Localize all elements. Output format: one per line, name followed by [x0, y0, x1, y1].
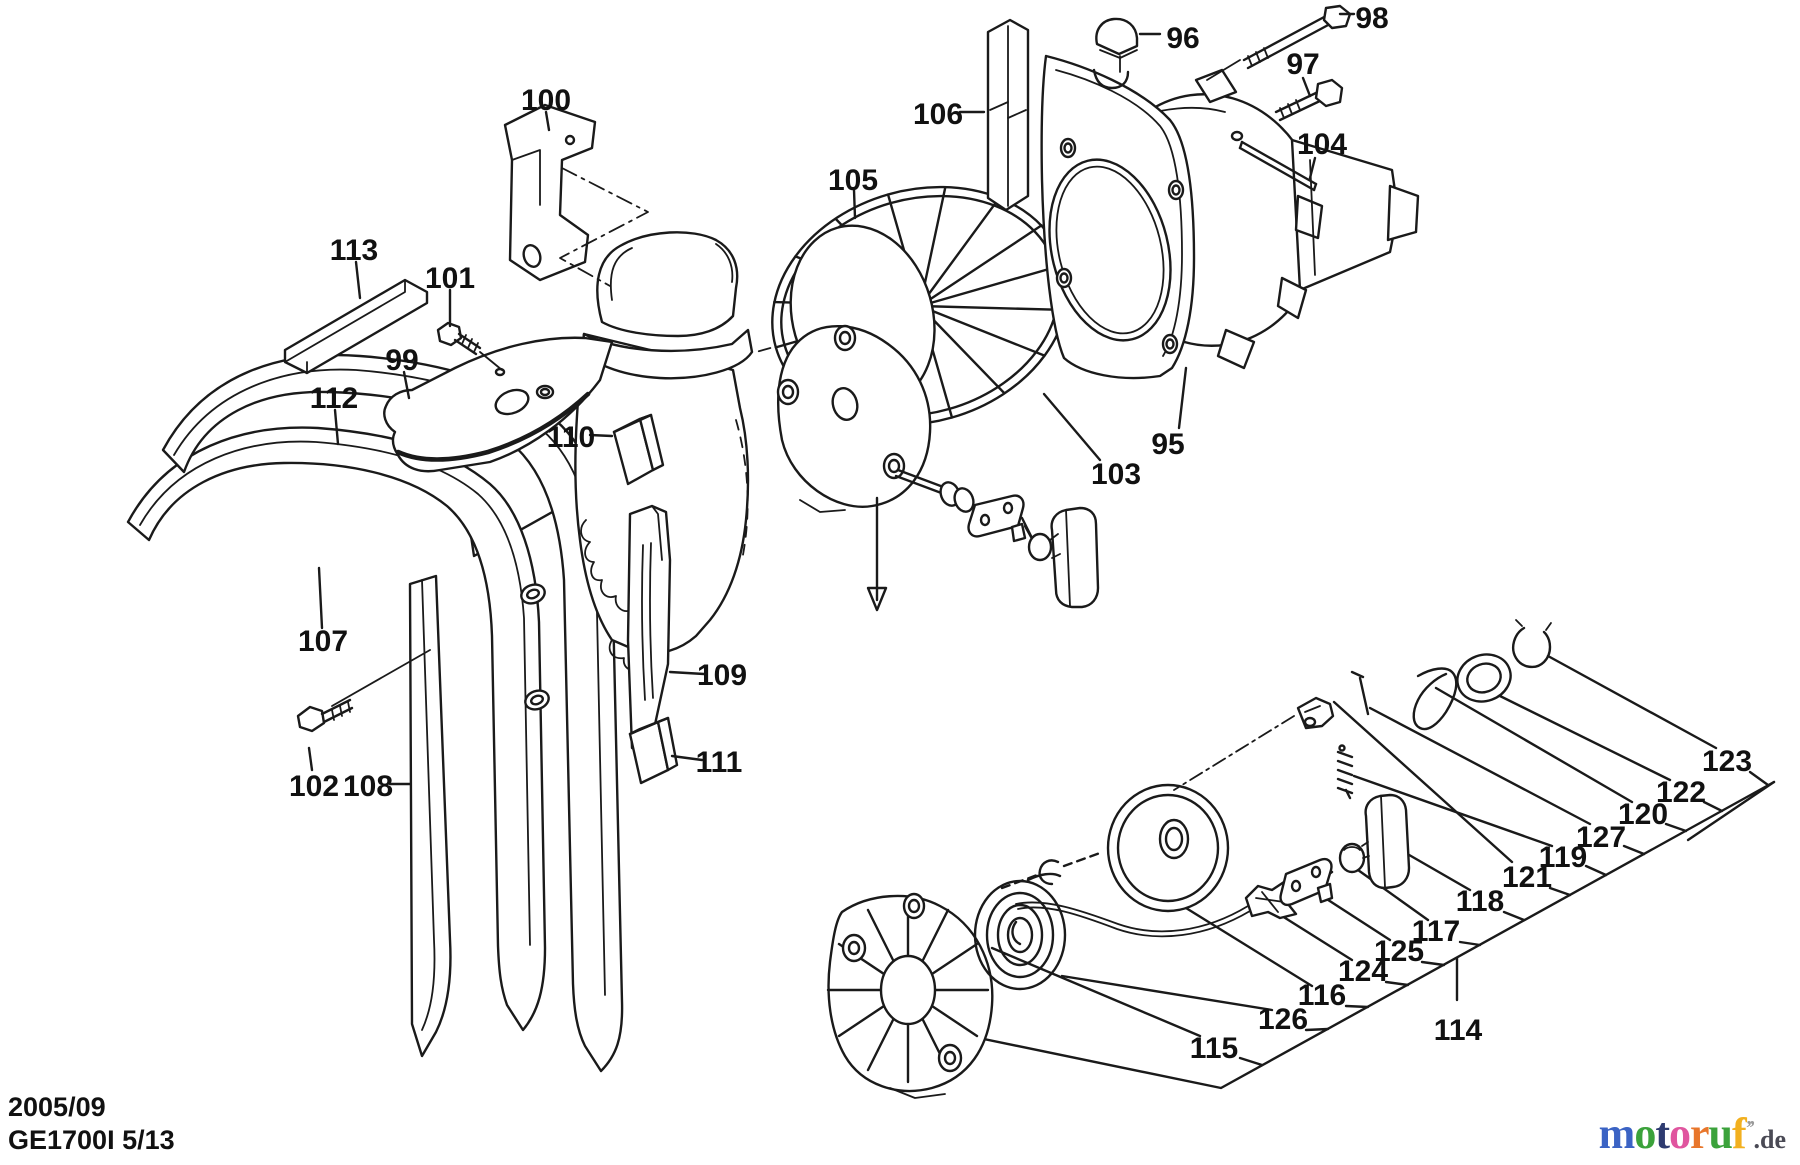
- insulator-pad-110-drawing: [614, 415, 663, 484]
- inset-arrow: [868, 498, 886, 610]
- engine-block-drawing: [575, 232, 752, 670]
- part-callout-99: 99: [385, 344, 418, 377]
- part-callout-111: 111: [696, 746, 743, 779]
- part-callout-116: 116: [1298, 979, 1346, 1012]
- spring-119-drawing: [1338, 746, 1352, 799]
- spiral-spring-126-drawing: [975, 874, 1065, 989]
- recoil-cover-plate-drawing: [778, 326, 930, 512]
- part-callout-107: 107: [298, 625, 348, 658]
- part-callout-98: 98: [1355, 2, 1388, 35]
- assembly-bracket-114: [950, 772, 1774, 1088]
- bolt-102-drawing: [298, 650, 430, 731]
- bolt-97-drawing: [1276, 80, 1342, 120]
- outer-cover-112-drawing: [163, 355, 622, 1071]
- starter-shaft-handle-drawing: [896, 470, 1098, 607]
- retainer-clip-drawing: [1002, 853, 1100, 888]
- seal-bar-106-drawing: [988, 20, 1028, 210]
- footer-model-page: GE1700I 5/13: [8, 1125, 175, 1156]
- part-callout-120: 120: [1618, 798, 1668, 831]
- rope-pulley-116-drawing: [1016, 785, 1250, 936]
- insulator-pad-111-drawing: [630, 718, 677, 783]
- pin-127-drawing: [1352, 672, 1368, 714]
- part-callout-112: 112: [310, 382, 358, 415]
- part-callout-117: 117: [1412, 915, 1460, 948]
- part-callout-124: 124: [1338, 955, 1388, 988]
- part-callout-106: 106: [913, 98, 963, 131]
- logo-quote-marks: ’’: [1745, 1117, 1756, 1139]
- motoruf-wordmark: motoruf: [1598, 1109, 1747, 1158]
- duct-strip-109-drawing: [628, 506, 670, 757]
- bracket-100-drawing: [505, 105, 648, 286]
- handle-118-drawing: [1362, 795, 1409, 888]
- logo-letter: o: [1668, 1109, 1691, 1158]
- inner-cover-107-drawing: [128, 428, 545, 1030]
- guide-plate-125-drawing: [1281, 859, 1332, 905]
- part-callout-96: 96: [1166, 22, 1199, 55]
- part-callout-114: 114: [1434, 1014, 1483, 1047]
- part-callout-121: 121: [1502, 861, 1552, 894]
- part-callout-119: 119: [1539, 841, 1587, 874]
- logo-letter: f: [1732, 1109, 1747, 1158]
- rod-104-drawing: [1240, 142, 1316, 190]
- part-callout-123: 123: [1702, 745, 1752, 778]
- part-callout-115: 115: [1190, 1032, 1238, 1065]
- recoil-starter-inset: [816, 613, 1789, 1106]
- part-callout-95: 95: [1151, 428, 1184, 461]
- part-callout-97: 97: [1286, 48, 1319, 81]
- logo-letter: m: [1598, 1109, 1636, 1158]
- pawl-121-drawing: [1174, 698, 1333, 790]
- part-callout-118: 118: [1456, 885, 1504, 918]
- footer-date: 2005/09: [8, 1092, 106, 1123]
- motoruf-logo: motoruf’’.de: [1599, 1108, 1786, 1159]
- washer-122-drawing: [1451, 647, 1517, 709]
- part-callout-102: 102: [289, 770, 339, 803]
- main-leader-lines: [309, 14, 1354, 784]
- part-callout-108: 108: [343, 770, 393, 803]
- part-callout-113: 113: [330, 234, 378, 267]
- starter-case-115-drawing: [828, 894, 992, 1098]
- part-callout-109: 109: [697, 659, 747, 692]
- part-callout-100: 100: [521, 84, 571, 117]
- cylinder-shroud-99-drawing: [384, 338, 612, 471]
- part-callout-122: 122: [1656, 776, 1706, 809]
- logo-domain-suffix: .de: [1753, 1125, 1787, 1154]
- part-callout-101: 101: [425, 262, 475, 295]
- bolt-101-drawing: [438, 323, 502, 370]
- part-callout-110: 110: [547, 421, 595, 454]
- part-callout-127: 127: [1576, 821, 1626, 854]
- bolt-98-drawing: [1207, 6, 1350, 80]
- part-callouts: 95 96 97 98 99 100 101 102 103 104 105 106 107 108 109…: [289, 2, 1752, 1065]
- circlip-123-drawing: [1513, 620, 1551, 667]
- seal-bar-113-drawing: [285, 280, 427, 373]
- logo-letter: r: [1689, 1109, 1710, 1158]
- friction-spring-120-drawing: [1414, 669, 1457, 730]
- part-callout-126: 126: [1258, 1003, 1308, 1036]
- housing-front-plate-drawing: [1031, 56, 1194, 378]
- part-callout-103: 103: [1091, 458, 1141, 491]
- spacer-117-drawing: [1340, 844, 1364, 872]
- part-callout-125: 125: [1374, 935, 1424, 968]
- logo-letter: u: [1708, 1109, 1734, 1158]
- footer-info: 2005/09 GE1700I 5/13: [8, 1091, 175, 1157]
- part-callout-104: 104: [1297, 128, 1347, 161]
- part-callout-105: 105: [828, 164, 878, 197]
- cap-96-drawing: [1096, 19, 1137, 72]
- logo-letter: o: [1634, 1109, 1656, 1158]
- logo-letter: t: [1655, 1109, 1670, 1158]
